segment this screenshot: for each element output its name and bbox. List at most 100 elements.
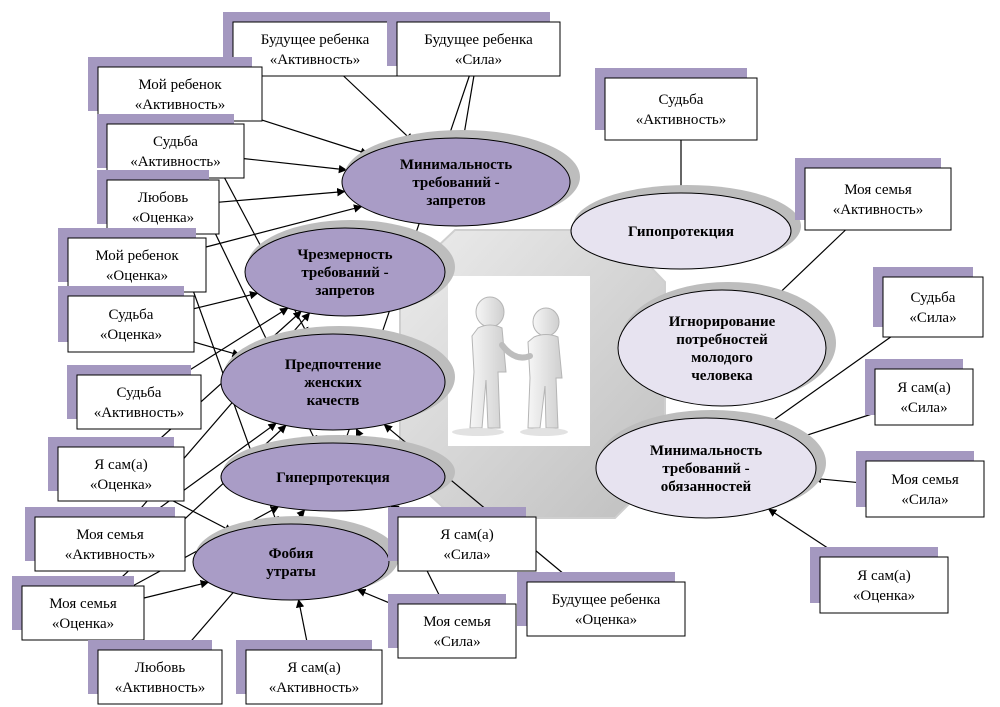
box-label-line: Я сам(а): [287, 660, 340, 676]
box-label-line: Я сам(а): [94, 457, 147, 473]
box-label-line: Будущее ребенка: [552, 592, 661, 608]
factor-box-b2: Будущее ребенка «Сила»: [387, 12, 561, 77]
box-label-line: Судьба: [153, 134, 198, 150]
factor-box-b10: Моя семья«Активность»: [25, 507, 186, 572]
box-frame: [874, 368, 974, 426]
factor-box-b20: Я сам(а) «Сила»: [865, 359, 974, 426]
box-frame: [57, 446, 185, 502]
arrow-b2-to-min-req-prohib: [460, 75, 475, 139]
oval-label-line: Игнорирование: [669, 314, 776, 330]
box-label-line: «Сила»: [901, 492, 948, 508]
factor-box-b7: Судьба«Оценка»: [58, 286, 195, 353]
factor-box-b22: Я сам(а)«Оценка»: [810, 547, 949, 614]
arrow-b4-to-min-req-prohib: [243, 158, 348, 174]
box-frame: [34, 516, 186, 572]
oval-excess-req: Чрезмерность требований - запретов: [244, 220, 455, 317]
oval-body: [192, 523, 390, 601]
box-frame: [232, 21, 398, 77]
box-label-line: «Активность»: [94, 405, 185, 421]
box-label-line: «Оценка»: [575, 612, 637, 628]
box-label-line: «Сила»: [909, 310, 956, 326]
arrow-b11-to-phobia-loss: [143, 580, 210, 599]
oval-label-line: требований -: [662, 461, 749, 477]
box-frame: [396, 21, 561, 77]
box-frame: [97, 649, 223, 705]
box-frame: [67, 237, 207, 293]
box-label-line: «Оценка»: [52, 616, 114, 632]
arrow-b19-to-min-req-duties: [764, 336, 892, 427]
box-label-line: Мой ребенок: [138, 77, 222, 93]
box-label-line: Моя семья: [49, 596, 117, 612]
oval-label-line: Минимальность: [400, 157, 512, 173]
box-label-line: «Оценка»: [106, 268, 168, 284]
oval-label-line: Минимальность: [650, 443, 762, 459]
factor-box-b15: Я сам(а)«Сила»: [388, 507, 537, 572]
box-label-line: Будущее ребенка: [424, 32, 533, 48]
oval-ignoring-needs: Игнорированиепотребностеймолодогочеловек…: [617, 282, 836, 407]
box-label-line: Будущее ребенка: [261, 32, 370, 48]
box-label-line: Моя семья: [76, 527, 144, 543]
arrow-b1-to-min-req-prohib: [343, 75, 414, 142]
factor-box-b3: Мой ребенок «Активность»: [88, 57, 263, 122]
arrow-b6-to-min-req-prohib: [205, 204, 363, 248]
oval-body: [244, 227, 446, 317]
oval-min-req-prohib: Минимальность требований - запретов: [341, 130, 580, 227]
factor-box-b14: Моя семья«Сила»: [388, 594, 517, 659]
factor-box-b13: Я сам(а) «Активность»: [236, 640, 383, 705]
box-label-line: «Активность»: [270, 52, 361, 68]
oval-hyperprotection: Гиперпротекция: [220, 435, 455, 512]
factor-box-b9: Я сам(а) «Оценка»: [48, 437, 185, 502]
oval-label-line: качеств: [307, 393, 360, 409]
box-label-line: Моя семья: [423, 614, 491, 630]
oval-hypoprotection: Гипопротекция: [570, 185, 801, 270]
box-label-line: «Активность»: [269, 680, 360, 696]
box-frame: [526, 581, 686, 637]
factor-box-b11: Моя семья «Оценка»: [12, 576, 145, 641]
oval-label-line: запретов: [426, 193, 485, 209]
oval-body: [617, 289, 827, 407]
box-label-line: Я сам(а): [440, 527, 493, 543]
arrow-b9-to-phobia-loss: [172, 500, 233, 533]
box-label-line: «Оценка»: [132, 210, 194, 226]
box-label-line: «Сила»: [455, 52, 502, 68]
box-label-line: Любовь: [135, 660, 186, 676]
box-frame: [604, 77, 758, 141]
factor-box-b6: Мой ребенок«Оценка»: [58, 228, 207, 293]
box-label-line: Я сам(а): [897, 380, 950, 396]
box-label-line: Любовь: [138, 190, 189, 206]
box-label-line: «Активность»: [636, 112, 727, 128]
oval-label-line: обязанностей: [661, 479, 752, 495]
box-frame: [865, 460, 985, 518]
oval-label-line: Фобия: [269, 546, 314, 562]
oval-label-line: Гиперпротекция: [276, 470, 390, 486]
oval-body: [341, 137, 571, 227]
factor-box-b5: Любовь «Оценка»: [97, 170, 220, 235]
oval-label-line: Гипопротекция: [628, 224, 734, 240]
box-label-line: Судьба: [659, 92, 704, 108]
oval-label-line: запретов: [315, 283, 374, 299]
factor-box-b18: Моя семья«Активность»: [795, 158, 952, 231]
box-frame: [76, 374, 202, 430]
box-label-line: «Оценка»: [90, 477, 152, 493]
oval-label-line: утраты: [266, 564, 316, 580]
oval-label-line: человека: [691, 368, 753, 384]
box-frame: [106, 179, 220, 235]
box-label-line: «Активность»: [135, 97, 226, 113]
box-frame: [804, 167, 952, 231]
oval-label-line: Чрезмерность: [297, 247, 392, 263]
factor-box-b16: Будущее ребенка «Оценка»: [517, 572, 686, 637]
box-label-line: «Сила»: [900, 400, 947, 416]
box-label-line: «Активность»: [115, 680, 206, 696]
box-frame: [882, 276, 984, 338]
arrow-b7-to-female-pref: [193, 341, 241, 358]
oval-body: [220, 442, 446, 512]
box-frame: [397, 516, 537, 572]
factor-box-b17: Судьба «Активность»: [595, 68, 758, 141]
oval-label-line: требований -: [412, 175, 499, 191]
box-label-line: Моя семья: [844, 182, 912, 198]
oval-label-line: Предпочтение: [285, 357, 382, 373]
oval-label-line: требований -: [301, 265, 388, 281]
